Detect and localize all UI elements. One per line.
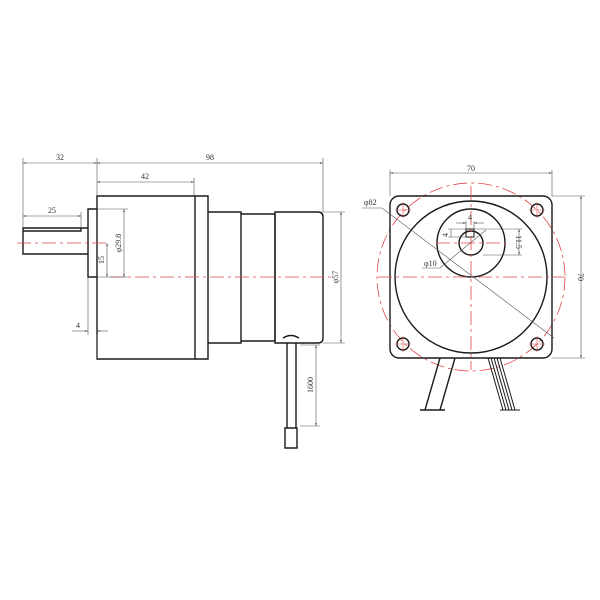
dim-bolt-circle: φ82 xyxy=(364,198,377,207)
gearbox-flange xyxy=(195,195,209,360)
wires-left xyxy=(420,357,456,411)
dim-4: 4 xyxy=(76,321,80,330)
wires-right xyxy=(487,357,520,411)
side-view: 32 98 42 25 φ29.8 15 4 φ57 1600 xyxy=(17,153,345,449)
dim-pilot-diameter: φ29.8 xyxy=(114,234,123,253)
dim-11-5: 11.5 xyxy=(514,235,523,249)
dim-32: 32 xyxy=(56,153,64,162)
dim-25: 25 xyxy=(48,206,56,215)
dim-width: 70 xyxy=(467,164,475,173)
motor-section xyxy=(208,211,242,344)
front-view: 70 70 φ82 φ10 4 4 11.5 xyxy=(362,164,585,411)
shaft-key xyxy=(23,228,82,232)
dim-15: 15 xyxy=(97,256,106,264)
key xyxy=(465,228,475,238)
mounting-holes xyxy=(395,202,545,352)
dim-98: 98 xyxy=(206,153,214,162)
dim-shaft-diameter: φ10 xyxy=(424,259,437,268)
dim-key-height: 4 xyxy=(441,233,450,237)
shaft xyxy=(22,227,88,255)
motor-mid xyxy=(241,213,276,342)
dim-key-width: 4 xyxy=(468,213,472,222)
dim-1600: 1600 xyxy=(306,377,315,393)
dim-height: 70 xyxy=(576,273,585,281)
gearbox-body xyxy=(96,195,196,360)
dim-42: 42 xyxy=(141,172,149,181)
dim-57: φ57 xyxy=(331,271,340,284)
end-cap xyxy=(274,211,324,344)
bolt-circle xyxy=(376,182,566,372)
lead-cable xyxy=(282,334,300,449)
